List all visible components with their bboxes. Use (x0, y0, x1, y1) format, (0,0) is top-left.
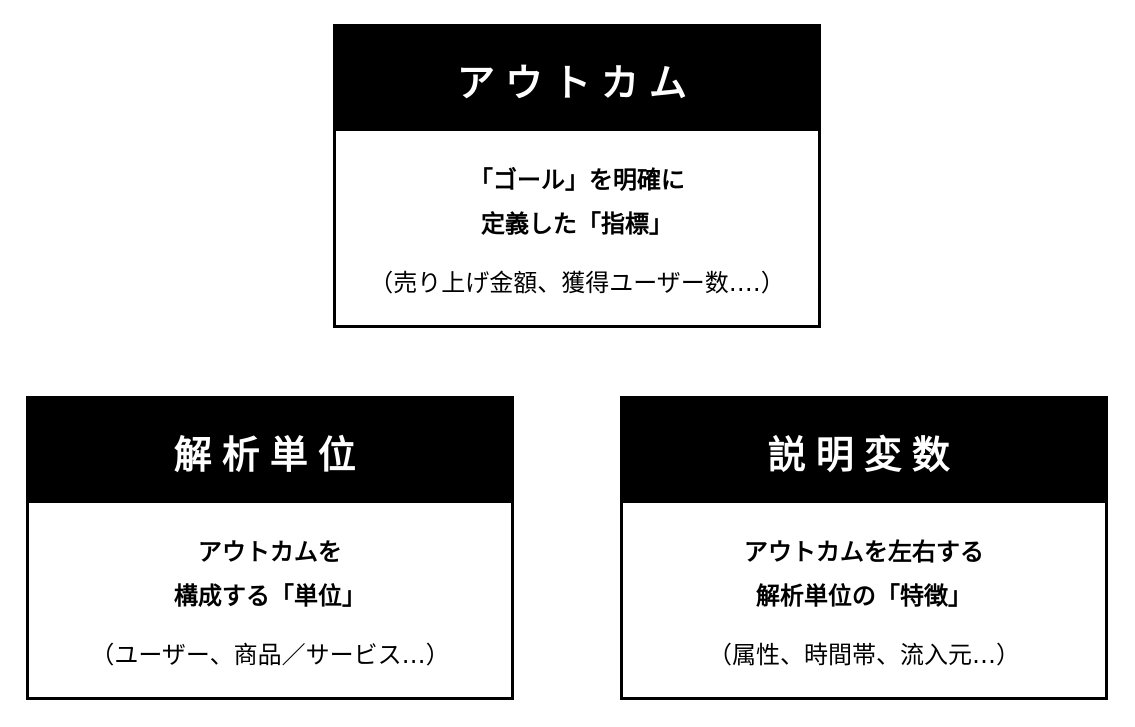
analysis-unit-card: 解析単位 アウトカムを 構成する「単位」 （ユーザー、商品／サービス…） (26, 396, 514, 700)
outcome-title: アウトカム (336, 27, 818, 131)
explanatory-variable-card: 説明変数 アウトカムを左右する 解析単位の「特徴」 （属性、時間帯、流入元…） (620, 396, 1108, 700)
outcome-description-line-2: 定義した「指標」 (481, 210, 673, 238)
outcome-examples: （売り上げ金額、獲得ユーザー数‥‥） (369, 269, 785, 297)
outcome-description-line-1: 「ゴール」を明確に (469, 166, 685, 194)
explanatory-variable-description-line-2: 解析単位の「特徴」 (756, 582, 972, 610)
analysis-unit-description-line-2: 構成する「単位」 (174, 582, 366, 610)
analysis-unit-title: 解析単位 (29, 399, 511, 503)
explanatory-variable-title: 説明変数 (623, 399, 1105, 503)
outcome-card: アウトカム 「ゴール」を明確に 定義した「指標」 （売り上げ金額、獲得ユーザー数… (333, 24, 821, 328)
explanatory-variable-description-line-1: アウトカムを左右する (744, 538, 984, 566)
explanatory-variable-examples: （属性、時間帯、流入元…） (708, 641, 1020, 669)
analysis-unit-examples: （ユーザー、商品／サービス…） (90, 641, 450, 669)
analysis-unit-description: アウトカムを 構成する「単位」 (174, 530, 366, 618)
outcome-description: 「ゴール」を明確に 定義した「指標」 (469, 158, 685, 246)
explanatory-variable-body: アウトカムを左右する 解析単位の「特徴」 （属性、時間帯、流入元…） (623, 503, 1105, 697)
analysis-unit-description-line-1: アウトカムを (198, 538, 342, 566)
explanatory-variable-description: アウトカムを左右する 解析単位の「特徴」 (744, 530, 984, 618)
outcome-body: 「ゴール」を明確に 定義した「指標」 （売り上げ金額、獲得ユーザー数‥‥） (336, 131, 818, 325)
analysis-unit-body: アウトカムを 構成する「単位」 （ユーザー、商品／サービス…） (29, 503, 511, 697)
